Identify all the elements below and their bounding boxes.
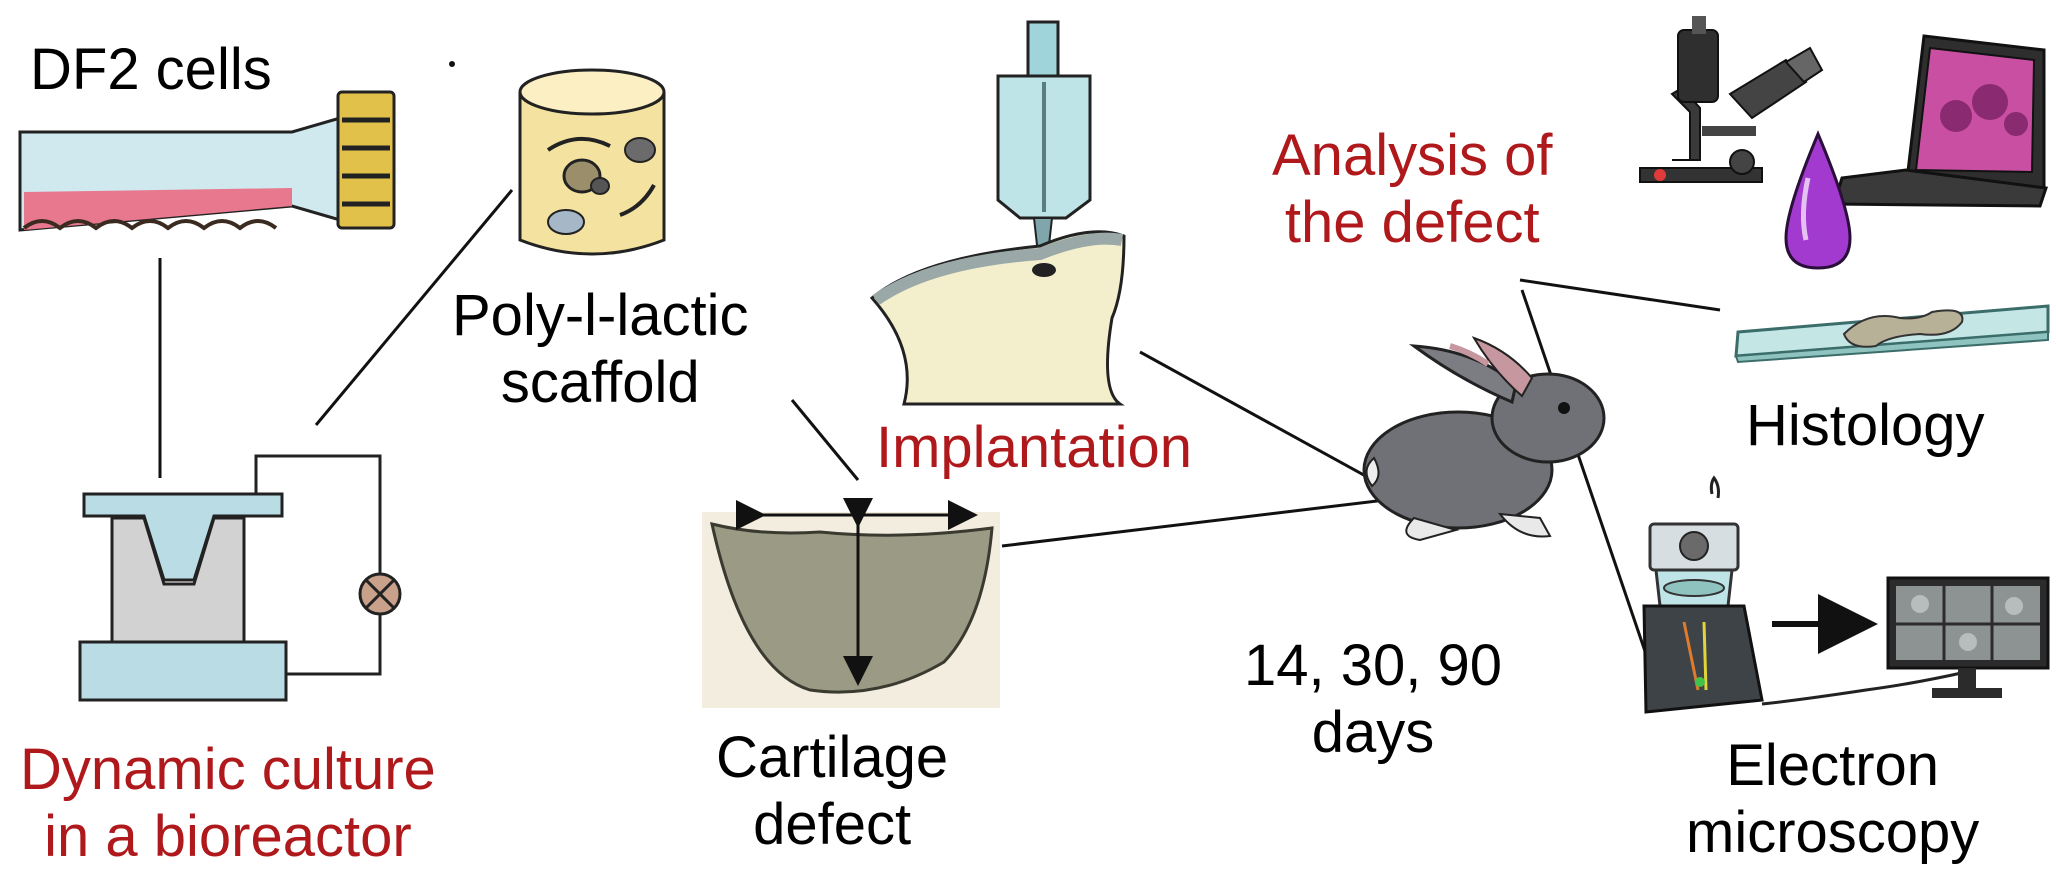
dynamic-culture-label-line-1: Dynamic culture: [20, 737, 436, 802]
connector-analysis-electron-microscope: [1520, 289, 1650, 661]
connector-lines: [158, 189, 1721, 661]
culture-flask-icon: [18, 90, 396, 232]
histology-label: Histology: [1746, 393, 1985, 458]
analysis-label-line-1: Analysis of: [1272, 123, 1553, 188]
monitor-icon: [1886, 576, 2050, 698]
rabbit-icon: [1362, 336, 1606, 542]
scaffold-label-line-2: scaffold: [500, 350, 700, 416]
cartilage-defect-label-line-2: defect: [753, 792, 912, 858]
cartilage-defect-icon: [702, 498, 1000, 708]
bone-implant-icon: [869, 20, 1126, 406]
electron-microscope-icon: [1642, 475, 1967, 714]
scaffold-label-line-1: Poly-l-lactic: [452, 283, 749, 348]
timepoints-label-line-2: days: [1311, 700, 1435, 766]
bioreactor-icon: [78, 454, 402, 702]
stain-drop-icon: [1784, 130, 1852, 270]
laptop-icon: [1831, 34, 2048, 208]
electron-microscopy-label-line-1: Electron: [1726, 733, 1940, 798]
connector-scaffold-bioreactor: [314, 189, 514, 426]
analysis-label-line-2: the defect: [1284, 190, 1540, 256]
microscope-slide-icon: [1734, 304, 2050, 364]
electron-microscopy-label-line-2: microscopy: [1686, 800, 1980, 866]
connector-analysis-histology: [1519, 278, 1721, 312]
cartilage-defect-label: Cartilage defect: [716, 724, 948, 859]
dynamic-culture-label: Dynamic culture in a bioreactor: [20, 736, 436, 871]
electron-microscopy-label: Electron microscopy: [1686, 732, 1979, 867]
light-microscope-icon: [1639, 16, 1824, 183]
cartilage-defect-label-line-1: Cartilage: [716, 725, 949, 790]
dynamic-culture-label-line-2: in a bioreactor: [44, 804, 412, 870]
scaffold-label: Poly-l-lactic scaffold: [452, 282, 749, 417]
connector-scaffold-cartilage: [790, 399, 860, 481]
df2-cells-label: DF2 cells: [30, 37, 272, 102]
timepoints-label: 14, 30, 90 days: [1244, 632, 1502, 767]
implantation-label: Implantation: [876, 415, 1192, 480]
connector-bone-rabbit: [1139, 350, 1403, 498]
scaffold-icon: [518, 68, 666, 256]
analysis-label: Analysis of the defect: [1272, 122, 1552, 257]
connector-cartilage-rabbit: [1001, 496, 1403, 548]
timepoints-label-line-1: 14, 30, 90: [1244, 633, 1502, 698]
